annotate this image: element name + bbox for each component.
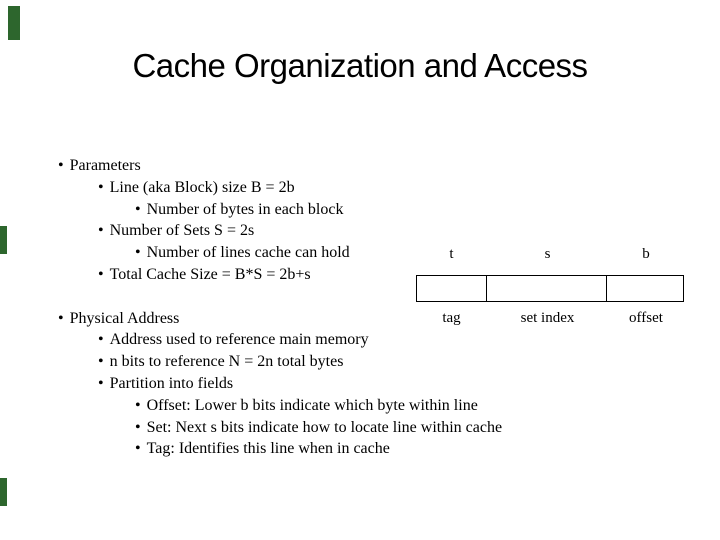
bullet-line: • Parameters xyxy=(58,155,502,177)
slide-edge-accent xyxy=(0,226,7,254)
bullet-marker: • xyxy=(98,178,104,196)
bullet-text: Line (aka Block) size B = 2b xyxy=(109,178,295,196)
bullet-marker: • xyxy=(98,353,104,371)
bullet-line: • Set: Next s bits indicate how to locate… xyxy=(135,417,502,439)
bullet-text: Total Cache Size = B*S = 2b+s xyxy=(109,265,311,283)
address-bit-width-labels: t s b xyxy=(416,246,686,262)
bullet-text: Partition into fields xyxy=(109,374,234,392)
tag-field-segment xyxy=(417,276,487,301)
bullet-marker: • xyxy=(58,309,64,327)
bullet-marker: • xyxy=(98,265,104,283)
bullet-marker: • xyxy=(98,374,104,392)
bullet-text: Number of Sets S = 2s xyxy=(109,222,255,240)
bullet-text: n bits to reference N = 2n total bytes xyxy=(109,353,344,371)
offset-field-segment xyxy=(607,276,683,301)
bullet-line: • Number of lines cache can hold xyxy=(135,242,502,264)
address-diagram: t s b tag set index offset xyxy=(416,246,686,326)
bullet-line: • n bits to reference N = 2n total bytes xyxy=(98,351,502,373)
bullet-line: • Tag: Identifies this line when in cache xyxy=(135,438,502,460)
bullet-marker: • xyxy=(98,331,104,349)
bullet-marker: • xyxy=(135,200,141,218)
field-name-label-offset: offset xyxy=(629,310,663,326)
bullet-marker: • xyxy=(135,396,141,414)
bullet-marker: • xyxy=(98,222,104,240)
bit-width-label-s: s xyxy=(544,246,551,262)
field-name-label-tag: tag xyxy=(442,310,461,326)
bullet-line: • Total Cache Size = B*S = 2b+s xyxy=(98,264,502,286)
bullet-line: • Physical Address xyxy=(58,308,502,330)
bullet-marker: • xyxy=(135,244,141,262)
bullet-line: • Address used to reference main memory xyxy=(98,329,502,351)
bullet-text: Number of lines cache can hold xyxy=(146,244,350,262)
set-index-field-segment xyxy=(487,276,607,301)
bit-width-label-b: b xyxy=(642,246,650,262)
field-name-label-set-index: set index xyxy=(520,310,575,326)
bullet-text: Address used to reference main memory xyxy=(109,331,369,349)
bullet-text: Physical Address xyxy=(69,309,180,327)
bullet-list: • Parameters • Line (aka Block) size B = 2… xyxy=(58,155,502,460)
slide-title: Cache Organization and Access xyxy=(132,47,588,84)
bullet-line: • Number of Sets S = 2s xyxy=(98,220,502,242)
bullet-text: Tag: Identifies this line when in cache xyxy=(146,440,390,458)
bit-width-label-t: t xyxy=(449,246,454,262)
bullet-line: • Partition into fields xyxy=(98,373,502,395)
bullet-text: Parameters xyxy=(69,157,141,174)
slide-edge-accent xyxy=(8,6,20,40)
bullet-text: Set: Next s bits indicate how to locate … xyxy=(146,418,503,436)
bullet-marker: • xyxy=(58,157,64,174)
bullet-line: • Offset: Lower b bits indicate which byt… xyxy=(135,395,502,417)
bullet-line: • Number of bytes in each block xyxy=(135,199,502,221)
address-field-name-labels: tag set index offset xyxy=(416,310,686,326)
bullet-line: • Line (aka Block) size B = 2b xyxy=(98,177,502,199)
bullet-marker: • xyxy=(135,418,141,436)
slide-edge-accent xyxy=(0,478,7,506)
bullet-marker: • xyxy=(135,440,141,458)
bullet-text: Number of bytes in each block xyxy=(146,200,344,218)
bullet-text: Offset: Lower b bits indicate which byte… xyxy=(146,396,478,414)
address-field-box xyxy=(416,275,684,302)
